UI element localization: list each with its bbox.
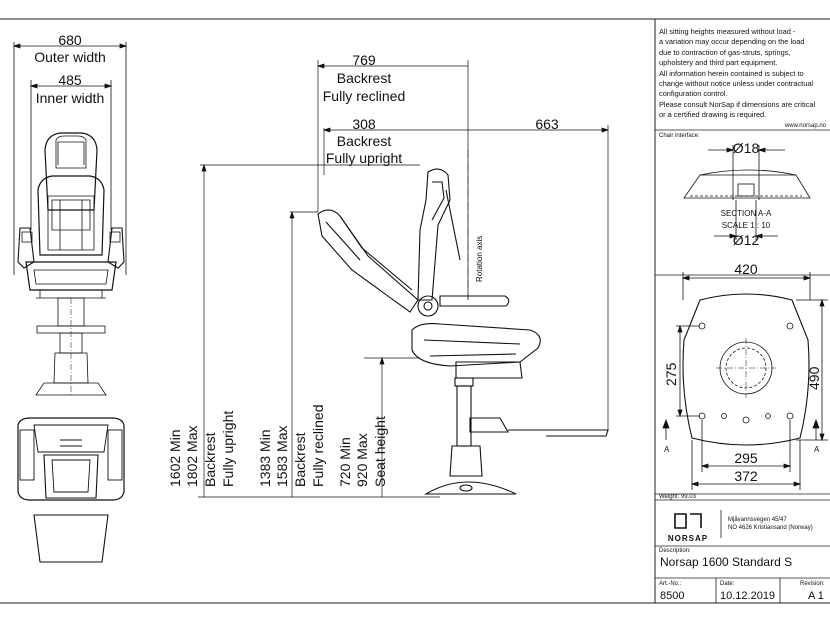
- note-line: All information herein contained is subj…: [659, 68, 804, 78]
- hole-spacing-vertical: 275: [663, 362, 679, 386]
- disclaimer-notes: All sitting heights measured without loa…: [659, 27, 829, 121]
- diameter-top: Ø18: [733, 140, 760, 156]
- note-line: upholstery and third part equipment.: [659, 58, 778, 68]
- backrest-reclined-value: 769: [352, 52, 376, 68]
- v3-label-1: Seat height: [372, 416, 388, 487]
- v2-min: 1383 Min: [257, 429, 273, 487]
- diameter-bottom: Ø12: [733, 232, 760, 248]
- outer-width-label: Outer width: [34, 49, 106, 65]
- section-marker-right: A: [814, 445, 820, 454]
- date-label: Date:: [720, 581, 735, 587]
- section-label: SECTION A-A: [721, 209, 772, 218]
- v3-min: 720 Min: [337, 437, 353, 487]
- description-value: Norsap 1600 Standard S: [660, 555, 792, 569]
- backrest-reclined-label-1: Backrest: [337, 70, 392, 86]
- v1-min: 1602 Min: [167, 429, 183, 487]
- revision-value: A 1: [808, 590, 824, 602]
- weight-label: Weight: 99.03: [659, 494, 697, 500]
- note-line: configuration control.: [659, 89, 728, 99]
- title-block: [655, 493, 830, 603]
- company-name: NORSAP: [668, 534, 708, 543]
- revision-label: Revision:: [800, 581, 825, 587]
- backrest-reclined-label-2: Fully reclined: [323, 88, 405, 104]
- plate-inner-width: 372: [734, 468, 758, 484]
- note-line: or a certified drawing is required.: [659, 110, 767, 120]
- description-label: Description:: [659, 548, 691, 554]
- v2-label-1: Backrest: [292, 432, 308, 487]
- v1-label-1: Backrest: [202, 432, 218, 487]
- address-line-1: Mjåvannsvegen 45/47: [728, 516, 787, 523]
- chair-interface-label: Chair interface:: [659, 133, 700, 139]
- plate-width: 420: [734, 261, 758, 277]
- norsap-logo-icon: [674, 513, 702, 529]
- top-view: [17, 417, 125, 563]
- note-line: a variation may occur depending on the l…: [659, 37, 805, 47]
- plate-view: [662, 272, 828, 490]
- plate-height: 490: [806, 366, 822, 390]
- hole-spacing-horizontal: 295: [734, 450, 758, 466]
- art-no-label: Art.-No.:: [659, 581, 682, 587]
- v1-max: 1802 Max: [184, 426, 200, 487]
- front-view: [12, 42, 128, 396]
- scale-label: SCALE 1 : 10: [722, 221, 771, 230]
- address-line-2: NO 4626 Kristiansand (Norway): [728, 525, 813, 531]
- section-drawing: [683, 145, 811, 240]
- outer-width-value: 680: [58, 32, 82, 48]
- backrest-upright-label-1: Backrest: [337, 133, 392, 149]
- inner-width-label: Inner width: [36, 90, 104, 106]
- backrest-upright-label-2: Fully upright: [326, 150, 402, 166]
- note-line: All sitting heights measured without loa…: [659, 27, 796, 36]
- side-view-chair: [317, 150, 609, 495]
- v1-label-2: Fully upright: [220, 411, 236, 487]
- v3-max: 920 Max: [354, 433, 370, 487]
- note-line: Please consult NorSap if dimensions are …: [659, 99, 816, 109]
- art-no-value: 8500: [660, 590, 684, 602]
- rotation-axis-label: Rotation axis: [475, 236, 484, 282]
- v2-max: 1583 Max: [274, 426, 290, 487]
- v2-label-2: Fully reclined: [310, 405, 326, 487]
- website: www.norsap.no: [784, 123, 827, 129]
- depth-value: 663: [535, 116, 559, 132]
- note-line: change without notice unless under contr…: [659, 79, 814, 89]
- backrest-upright-value: 308: [352, 116, 376, 132]
- inner-width-value: 485: [58, 72, 82, 88]
- section-marker-left: A: [664, 445, 670, 454]
- note-line: due to contraction of gas-struts, spring…: [659, 47, 791, 57]
- side-view-dimensions: [198, 60, 610, 498]
- date-value: 10.12.2019: [720, 590, 775, 602]
